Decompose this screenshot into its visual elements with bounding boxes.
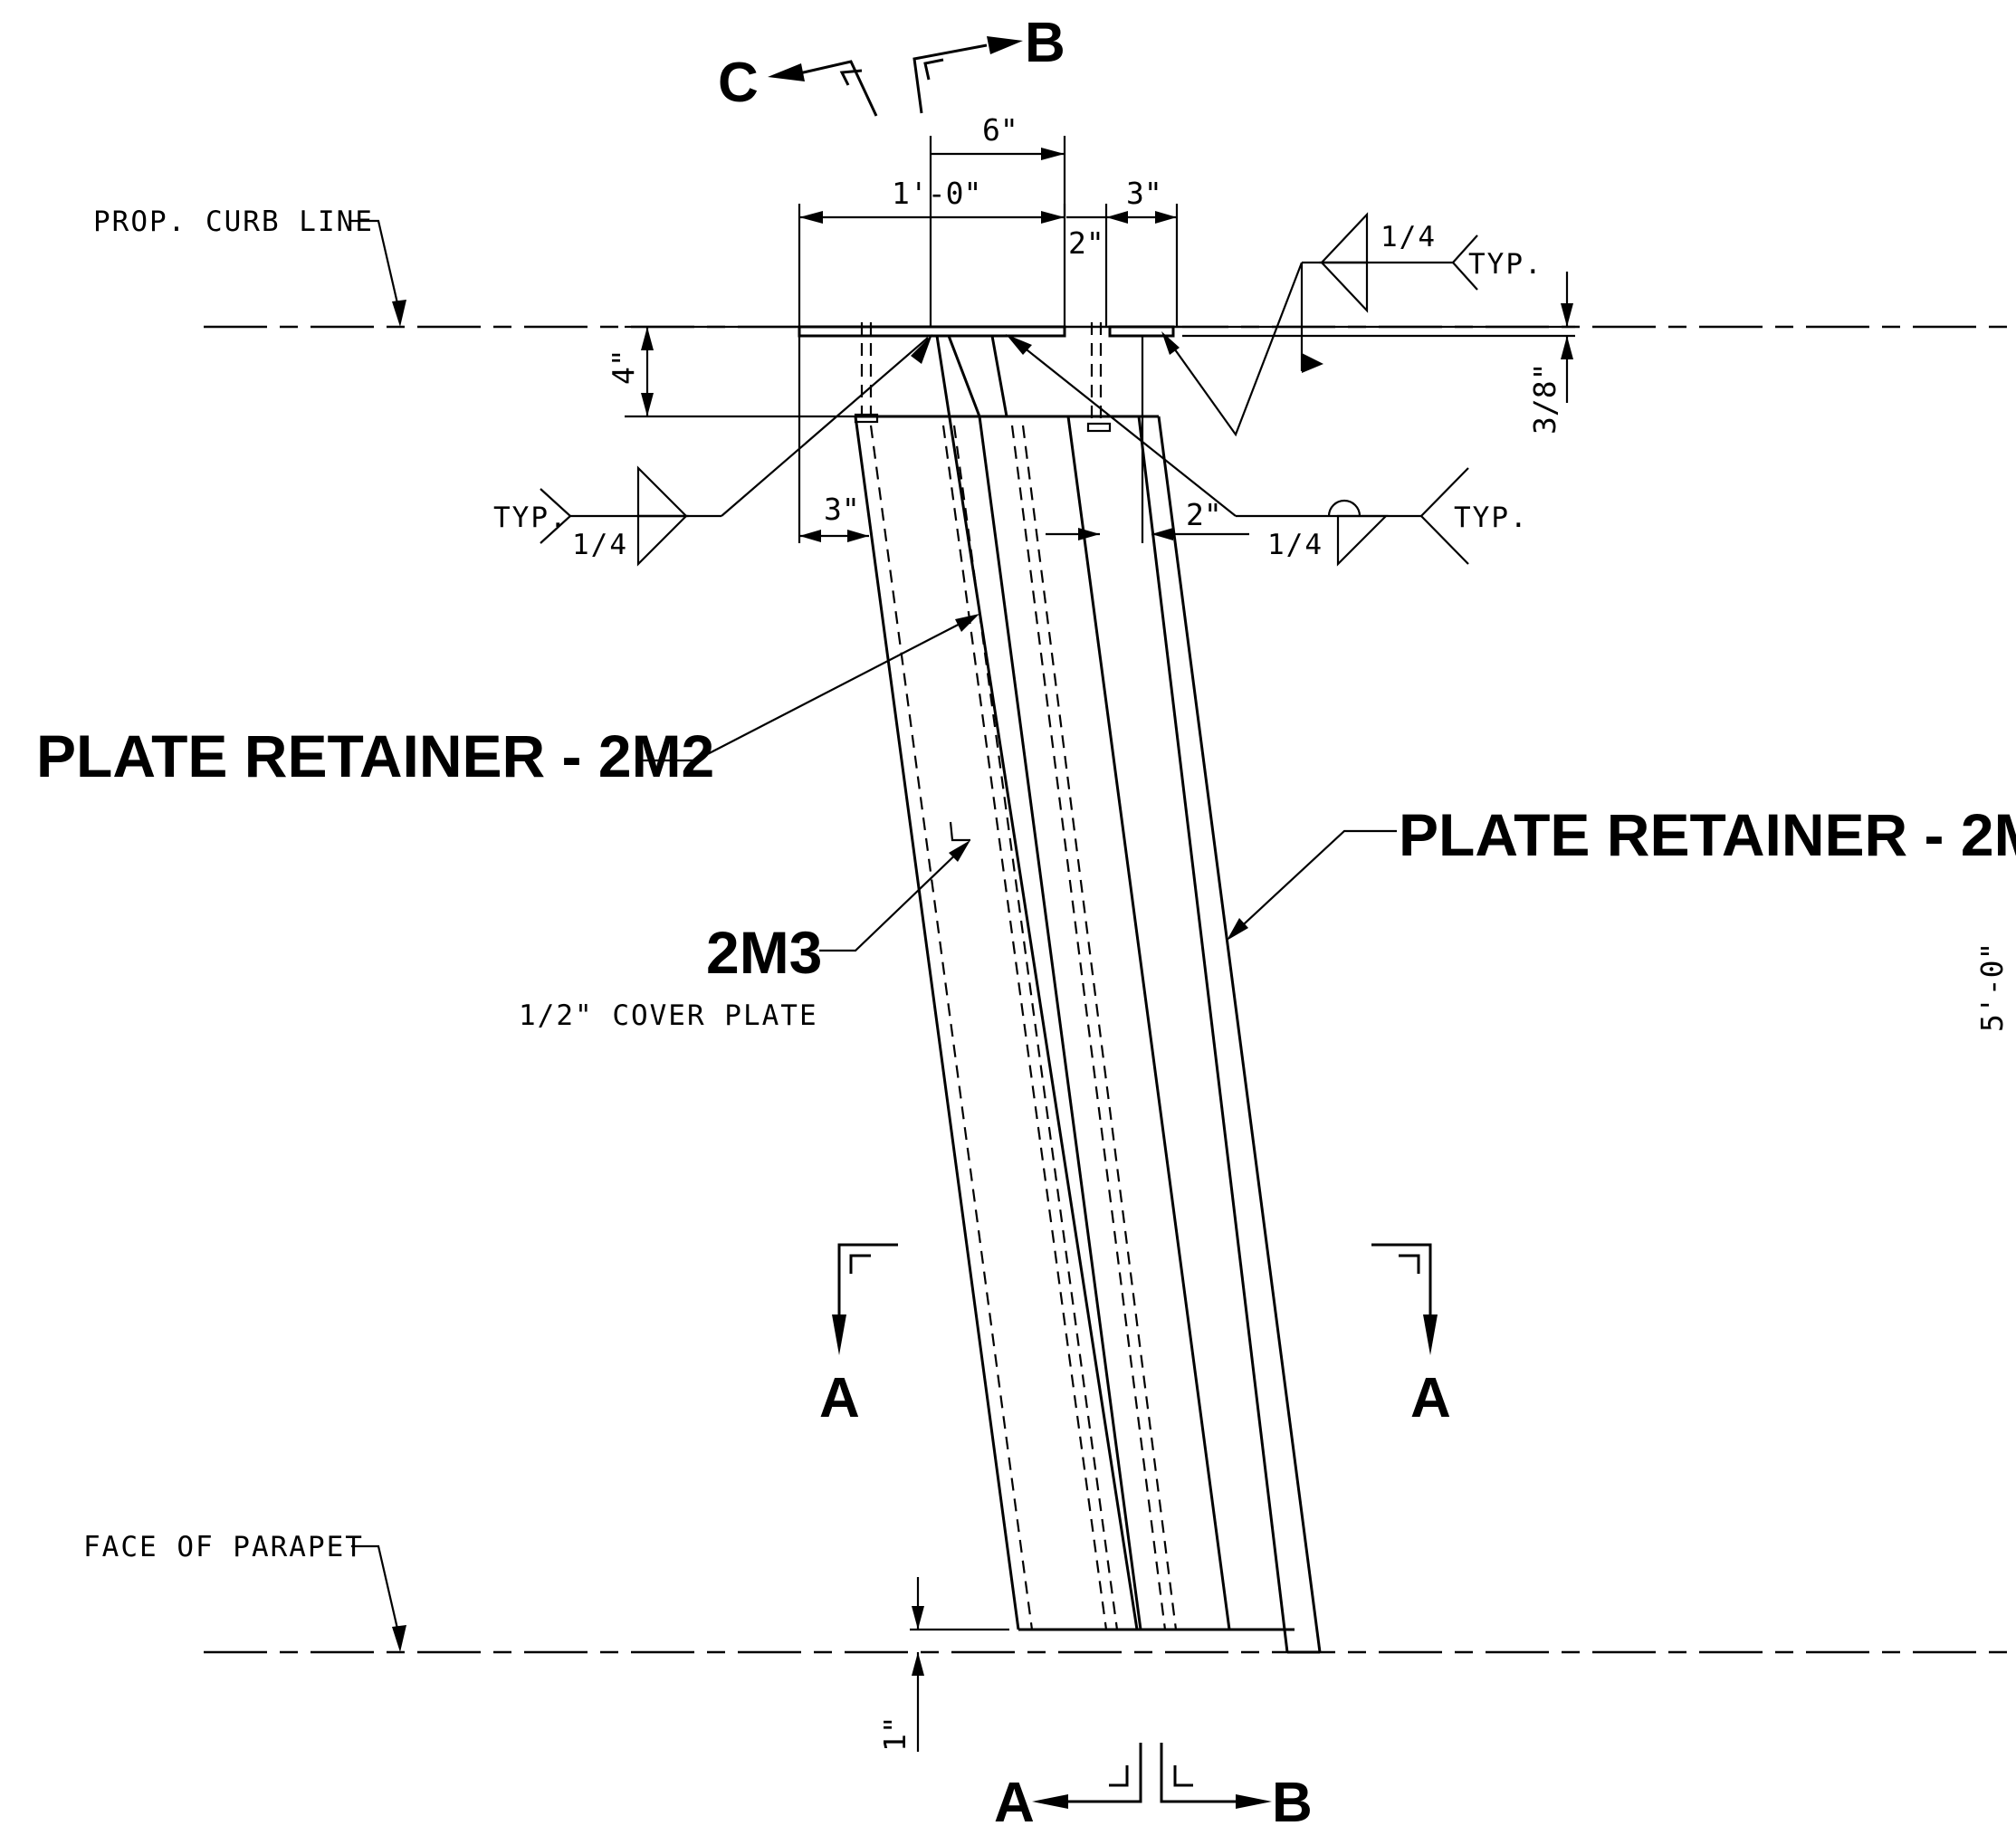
section-mark-a-b-bottom: A B: [994, 1743, 1313, 1834]
svg-text:3/8": 3/8": [1527, 363, 1562, 435]
svg-text:3": 3": [824, 492, 860, 527]
base-plate-left: [798, 325, 1066, 338]
face-of-parapet-label: FACE OF PARAPET: [83, 1531, 364, 1563]
prop-curb-line-callout: PROP. CURB LINE: [93, 206, 406, 327]
section-label-b-bottom: B: [1272, 1772, 1313, 1834]
callout-plate-retainer-2m2: PLATE RETAINER - 2M2: [36, 614, 979, 789]
weld-symbol-right: 1/4 TYP.: [1006, 334, 1529, 567]
dimension-five-foot: 5'-0": [1974, 942, 2010, 1032]
dimension-one-inch: 1": [877, 1577, 1009, 1752]
section-label-b-top: B: [1025, 12, 1065, 74]
svg-text:5'-0": 5'-0": [1974, 942, 2010, 1032]
svg-text:1/4: 1/4: [572, 529, 628, 561]
svg-text:1/4: 1/4: [1381, 221, 1437, 253]
top-base-plates: [798, 325, 1175, 418]
svg-text:3": 3": [1126, 176, 1162, 211]
section-label-a-left: A: [819, 1367, 860, 1429]
section-mark-a-left: A: [819, 1243, 898, 1429]
svg-text:2": 2": [1186, 497, 1222, 532]
cover-plate-label: 1/2" COVER PLATE: [519, 999, 818, 1032]
weld-symbol-left: TYP. 1/4: [493, 334, 932, 567]
dimension-six-inch: 6": [929, 112, 1066, 327]
section-mark-c-b-top: C B: [718, 12, 1065, 117]
section-mark-a-right: A: [1371, 1243, 1451, 1429]
dimension-two-inch-top: 2": [1066, 215, 1106, 261]
prop-curb-line-label: PROP. CURB LINE: [93, 206, 374, 238]
plate-retainer-2m2-label: PLATE RETAINER - 2M2: [36, 722, 714, 789]
svg-text:4": 4": [606, 349, 641, 385]
dimension-two-inch-right: 2": [1046, 336, 1249, 543]
svg-text:TYP.: TYP.: [1468, 248, 1543, 281]
plate-retainer-2m1-label: PLATE RETAINER - 2M1: [1399, 801, 2016, 868]
hidden-lines: [854, 322, 1178, 1630]
svg-text:TYP.: TYP.: [1454, 502, 1529, 534]
section-label-c: C: [718, 52, 759, 114]
svg-text:TYP.: TYP.: [493, 502, 568, 534]
svg-text:2": 2": [1068, 225, 1104, 261]
dimension-three-inch-top: 3": [1104, 176, 1179, 327]
weld-symbol-top-right: 1/4 TYP.: [1161, 212, 1543, 437]
dimension-four-inch: 4": [606, 325, 855, 418]
svg-text:1/4: 1/4: [1267, 529, 1323, 561]
section-label-a-right: A: [1410, 1367, 1451, 1429]
svg-text:6": 6": [982, 112, 1018, 148]
part-2m3-label: 2M3: [706, 919, 822, 986]
svg-text:1'-0": 1'-0": [892, 176, 981, 211]
dimension-one-foot: 1'-0": [798, 176, 1066, 327]
svg-text:1": 1": [877, 1716, 912, 1752]
callout-plate-retainer-2m1: PLATE RETAINER - 2M1: [1227, 801, 2016, 941]
dimension-three-inch-left: 3": [798, 336, 869, 543]
callout-2m3: 2M3 1/2" COVER PLATE: [519, 821, 970, 1032]
plate-retainer-body: [854, 335, 1322, 1654]
section-label-a-bottom: A: [994, 1772, 1035, 1834]
face-of-parapet-callout: FACE OF PARAPET: [83, 1531, 406, 1652]
dimension-three-eighths: 3/8": [1182, 272, 1575, 435]
